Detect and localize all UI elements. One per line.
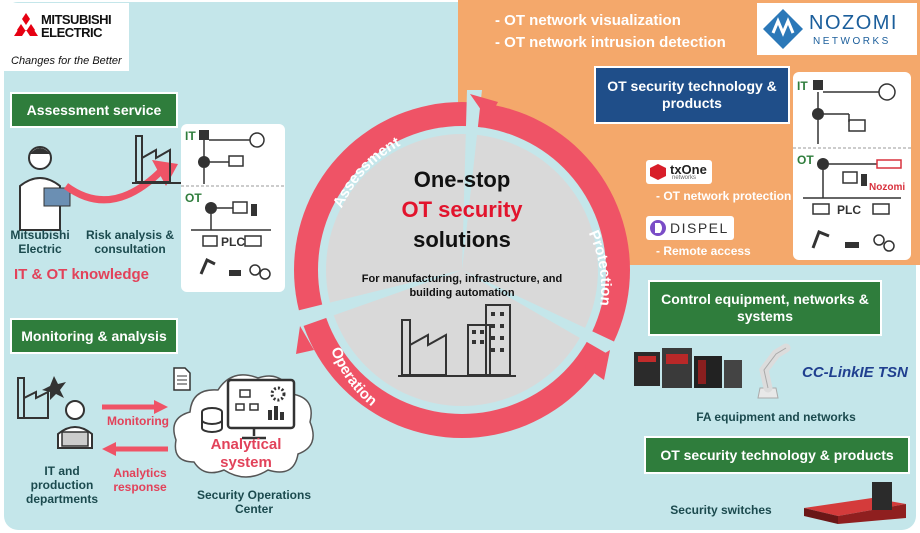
txone-description: - OT network protection bbox=[656, 189, 792, 203]
nozomi-sensor-tag: Nozomi bbox=[869, 182, 905, 193]
ot-security-tech-header-2: OT security technology & products bbox=[644, 436, 910, 474]
mitsubishi-tagline: Changes for the Better bbox=[11, 55, 122, 67]
factory-alert-icon bbox=[17, 376, 66, 419]
factory-icon-assessment bbox=[132, 135, 182, 184]
fa-equipment-image bbox=[634, 348, 742, 388]
txone-wordmark: txOne bbox=[670, 162, 707, 177]
analytical-system-label: Analytical system bbox=[210, 436, 282, 471]
it-production-departments-label: IT and production departments bbox=[25, 464, 99, 506]
ot-security-tech-header: OT security technology & products bbox=[594, 66, 790, 124]
control-equipment-header: Control equipment, networks & systems bbox=[648, 280, 882, 336]
center-subtitle: For manufacturing, infrastructure, and b… bbox=[361, 273, 563, 299]
assessment-service-header: Assessment service bbox=[10, 92, 178, 128]
ring-arrowhead-1 bbox=[470, 94, 498, 120]
bullet-ot-visualization: - OT network visualization bbox=[495, 12, 681, 29]
solutions-ring: Assessment Protection Operation bbox=[292, 90, 632, 438]
dispel-mark-icon bbox=[650, 220, 666, 236]
center-title-line3: solutions bbox=[413, 227, 511, 252]
ring-arrowhead-3 bbox=[296, 326, 314, 354]
it-worker-icon bbox=[57, 400, 93, 449]
txone-subword: networks bbox=[672, 175, 697, 181]
nozomi-wordmark: NOZOMI bbox=[809, 12, 898, 34]
center-title: One-stop OT security solutions bbox=[368, 165, 556, 255]
center-title-line2: OT security bbox=[401, 197, 523, 222]
nozomi-subtitle: NETWORKS bbox=[813, 36, 891, 47]
factory-buildings-icon bbox=[398, 304, 516, 377]
it-ot-knowledge-label: IT & OT knowledge bbox=[14, 266, 150, 283]
dispel-wordmark: DISPEL bbox=[670, 220, 729, 236]
bullet-ot-intrusion-detection: - OT network intrusion detection bbox=[495, 34, 726, 51]
risk-analysis-label: Risk analysis & consultation bbox=[85, 228, 175, 256]
net-ot-label-1: OT bbox=[185, 191, 202, 205]
monitoring-analysis-header: Monitoring & analysis bbox=[10, 318, 178, 354]
security-switch-device-image bbox=[804, 482, 906, 524]
cc-link-ie-tsn-logo: CC-LinkIE TSN bbox=[802, 364, 908, 381]
mitsubishi-diamonds-icon bbox=[14, 13, 38, 36]
ring-arrowhead-2 bbox=[584, 350, 610, 380]
txone-mark-icon bbox=[650, 164, 666, 180]
industrial-robot-arm-icon bbox=[757, 343, 791, 399]
mitsubishi-logo: MITSUBISHI ELECTRIC Changes for the Bett… bbox=[3, 3, 129, 71]
dispel-description: - Remote access bbox=[656, 244, 751, 258]
mitsubishi-electric-label: Mitsubishi Electric bbox=[10, 228, 70, 256]
nozomi-logo: NOZOMI NETWORKS bbox=[757, 3, 917, 55]
monitoring-arrow-label: Monitoring bbox=[107, 414, 169, 428]
report-document-icon bbox=[173, 367, 191, 391]
net-it-label-2: IT bbox=[797, 79, 808, 93]
nozomi-mark-icon bbox=[763, 9, 803, 49]
center-title-line1: One-stop bbox=[413, 167, 511, 192]
net-ot-label-2: OT bbox=[797, 153, 814, 167]
security-switches-label: Security switches bbox=[670, 503, 772, 517]
analytics-response-label: Analytics response bbox=[113, 466, 167, 494]
assessment-network-diagram: IT OT PLC bbox=[181, 129, 285, 280]
analytics-response-arrow bbox=[102, 442, 168, 456]
protection-network-diagram: IT OT Nozomi PLC bbox=[793, 79, 911, 252]
monitoring-arrow bbox=[102, 400, 168, 414]
net-plc-label-1: PLC bbox=[221, 235, 245, 249]
fa-equipment-label: FA equipment and networks bbox=[696, 410, 856, 424]
txone-logo: txOne networks bbox=[646, 160, 712, 184]
net-it-label-1: IT bbox=[185, 129, 196, 143]
net-plc-label-2: PLC bbox=[837, 203, 861, 217]
mitsubishi-wordmark: MITSUBISHI ELECTRIC bbox=[41, 12, 112, 40]
risk-analysis-arrow bbox=[63, 160, 178, 204]
top-bullet-list: - OT network visualization - OT network … bbox=[495, 10, 726, 54]
analytical-system-cloud bbox=[173, 374, 314, 478]
dispel-logo: DISPEL bbox=[646, 216, 734, 240]
consultant-person-icon bbox=[19, 146, 71, 231]
security-operations-center-label: Security Operations Center bbox=[196, 488, 312, 516]
